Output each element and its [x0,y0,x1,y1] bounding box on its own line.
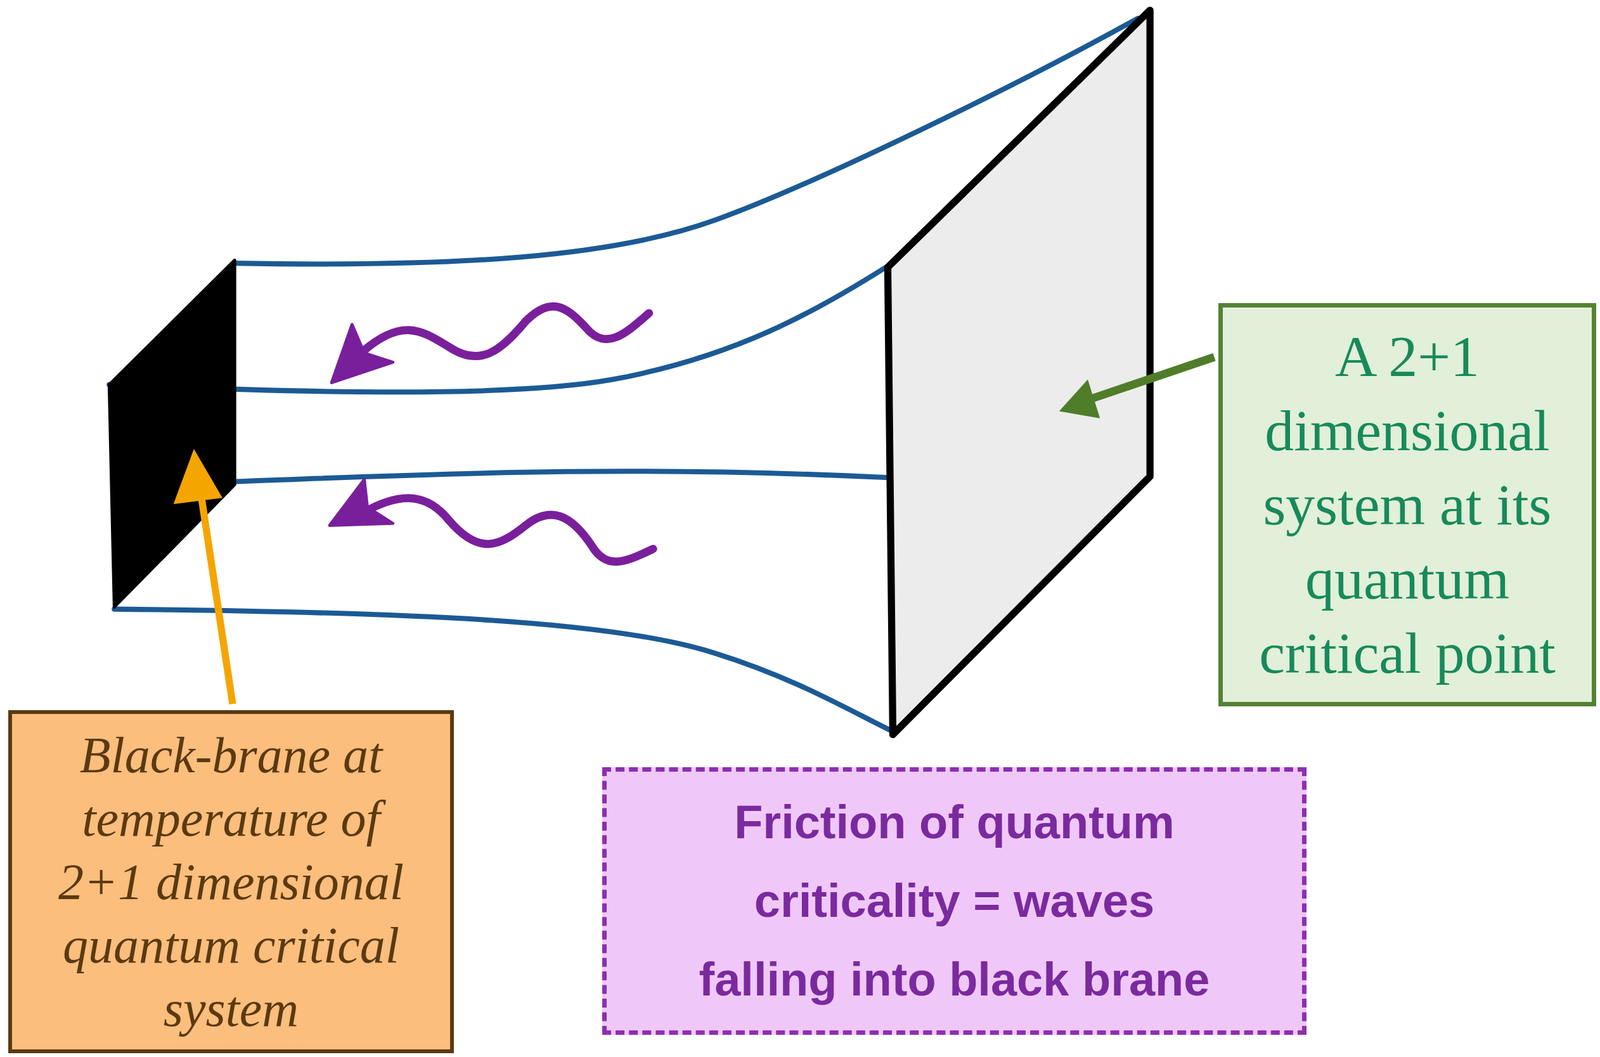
label-box: Black-brane at temperature of 2+1 dimens… [8,709,454,1053]
wave-arrowhead [331,324,394,383]
wave-arrows [361,306,653,562]
boundary-plane [887,10,1150,735]
wave-arrowhead [329,479,394,525]
black-brane [109,259,235,607]
wave-line [361,306,649,357]
box-text: Black-brane at temperature of 2+1 dimens… [45,723,417,1041]
leader-line [1087,356,1215,400]
leader-arrowhead [1059,379,1100,419]
note-box: Friction of quantum criticality = waves … [602,767,1307,1035]
label-box: A 2+1 dimensional system at its quantum … [1218,303,1597,707]
horn-curve [234,470,886,482]
wave-line [361,498,653,562]
leader-line [200,487,234,704]
box-text: A 2+1 dimensional system at its quantum … [1242,319,1573,691]
box-text: Friction of quantum criticality = waves … [685,782,1225,1019]
leader-arrowhead [173,448,223,504]
